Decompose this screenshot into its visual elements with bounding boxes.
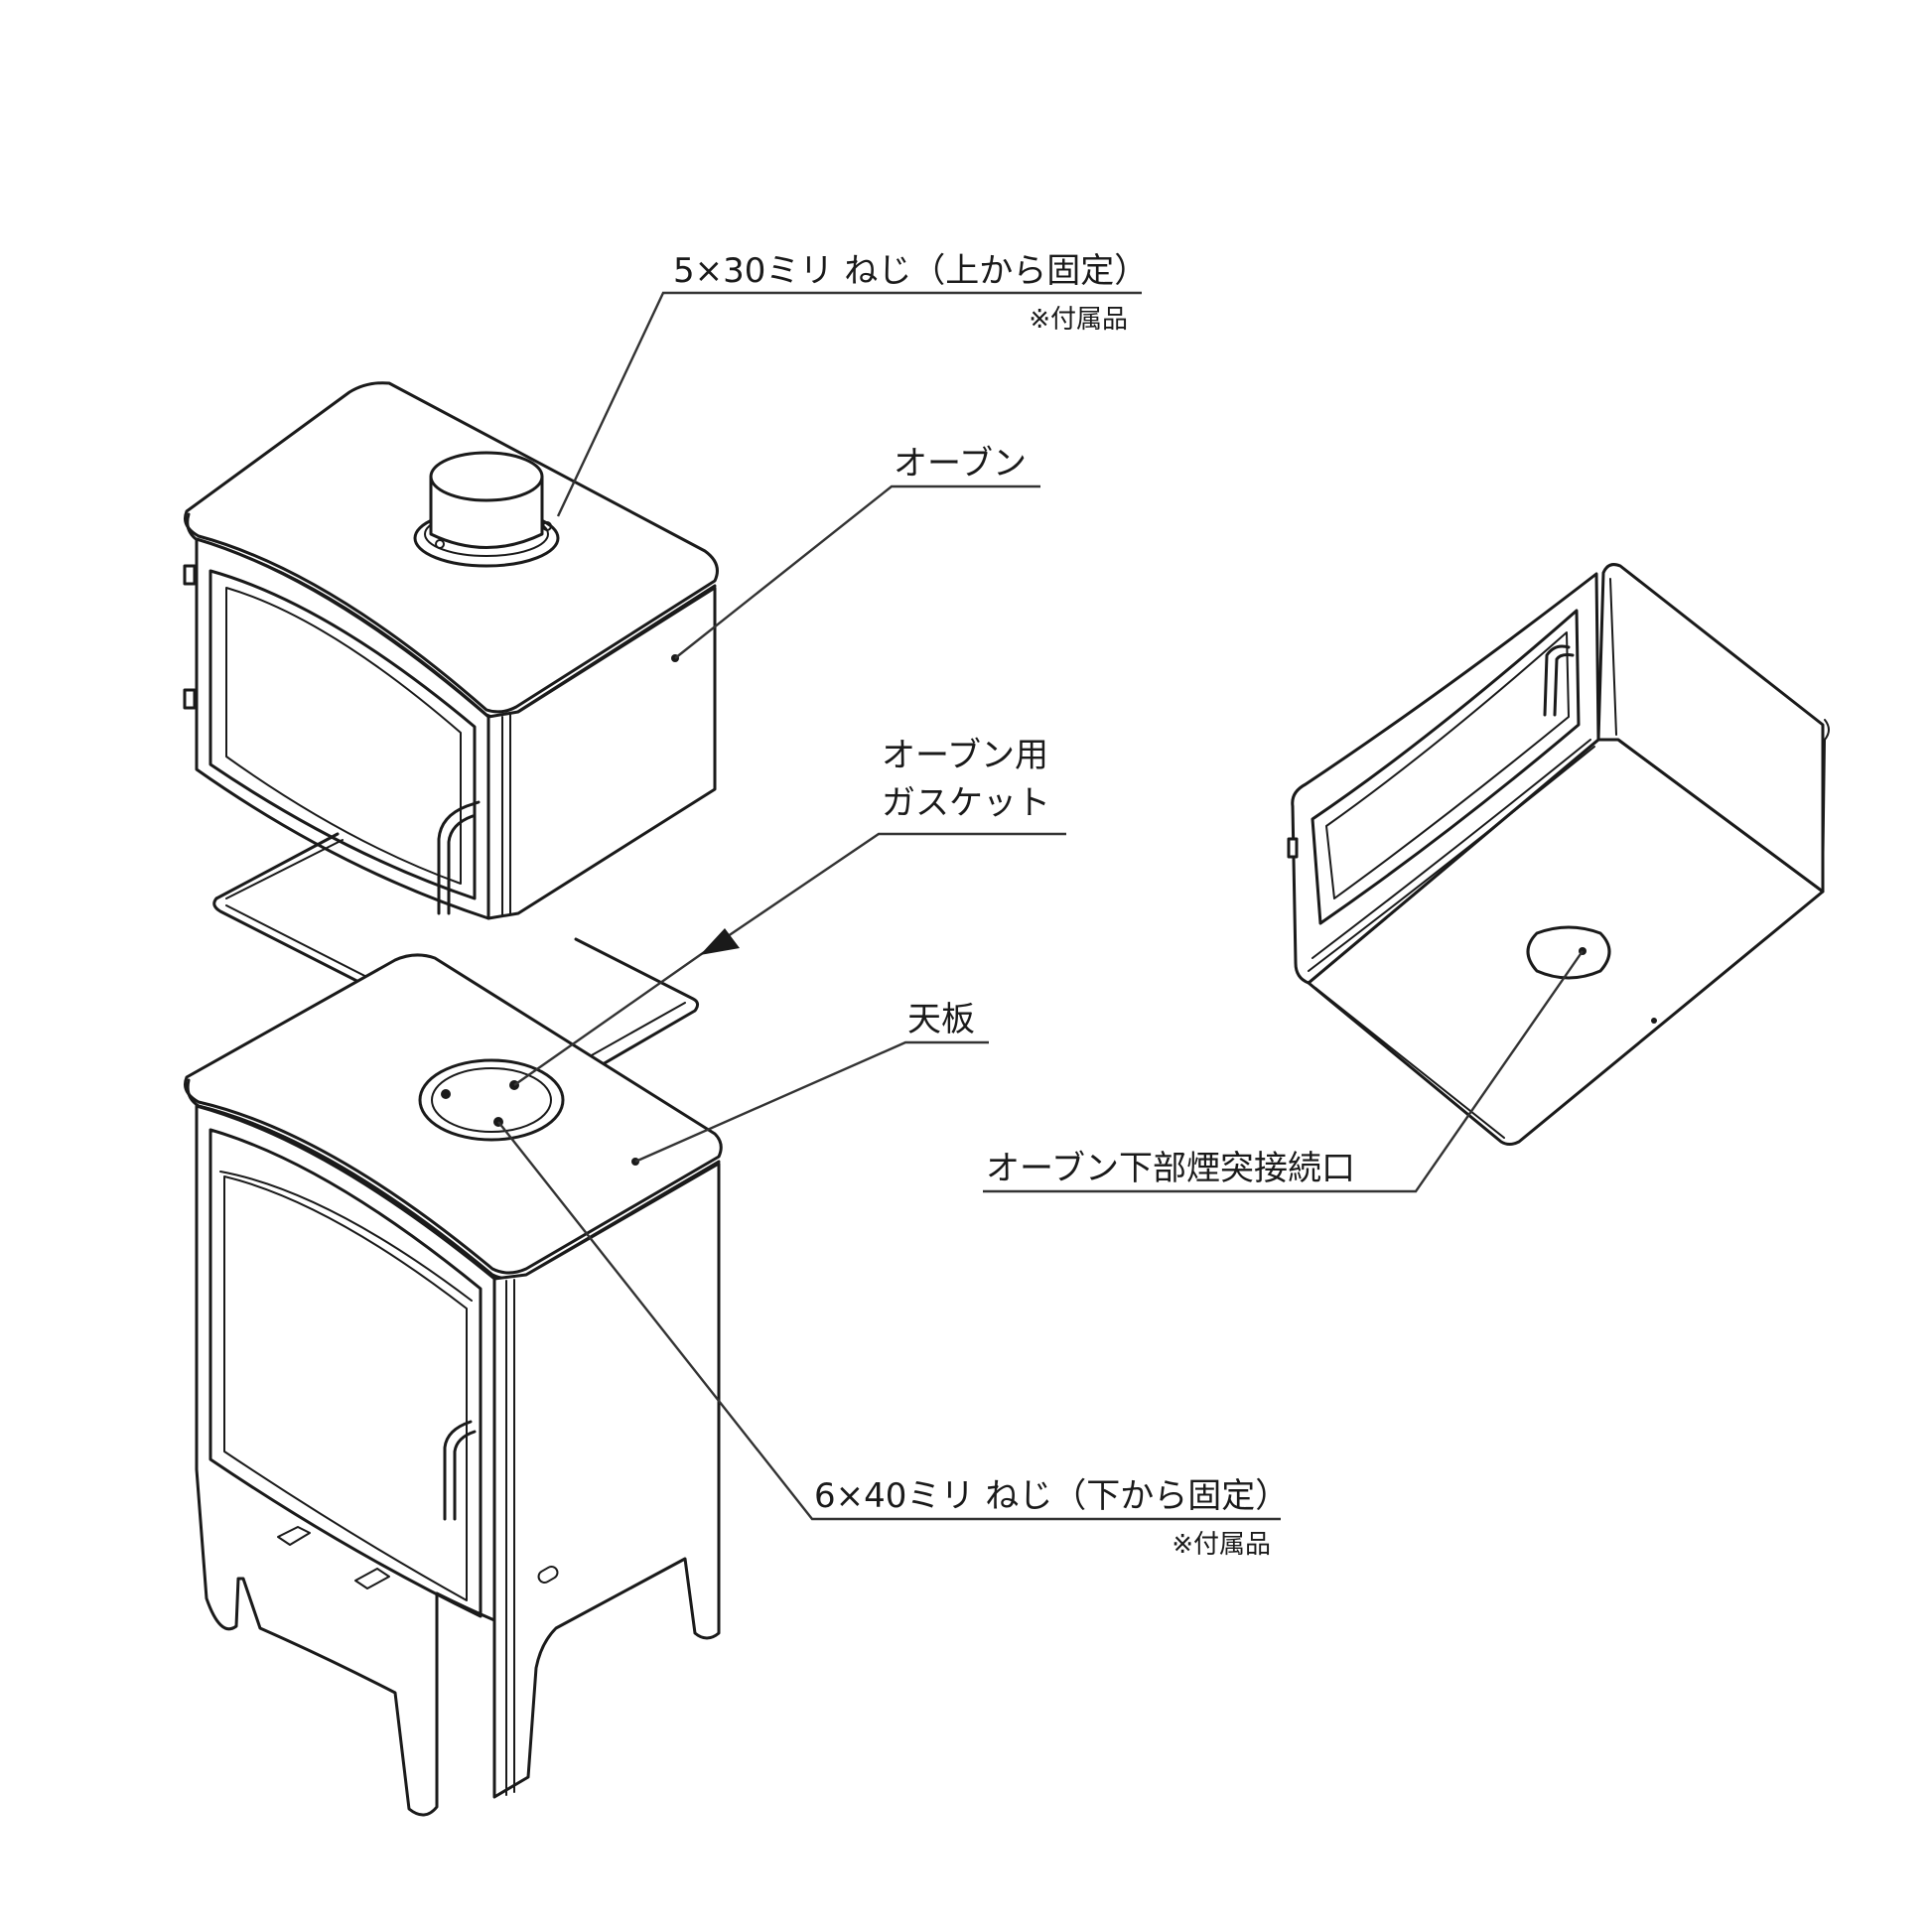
oven-underside-illustration — [1287, 563, 1830, 1146]
label-screw-bottom: 6×40ミリ ねじ（下から固定） — [814, 1476, 1289, 1516]
label-top-plate: 天板 — [907, 1000, 975, 1039]
label-screw-top: 5×30ミリ ねじ（上から固定） — [673, 251, 1148, 291]
label-screw-top-note: ※付属品 — [1029, 305, 1128, 335]
stove-illustration — [184, 953, 723, 1817]
leader-lines — [497, 291, 1584, 1521]
label-gasket-line2: ガスケット — [882, 783, 1050, 823]
label-screw-bottom-note: ※付属品 — [1172, 1530, 1271, 1560]
label-oven: オーブン — [894, 444, 1027, 483]
label-gasket-line1: オーブン用 — [882, 736, 1048, 775]
oven-illustration — [183, 381, 719, 920]
labels: 5×30ミリ ねじ（上から固定） ※付属品 オーブン オーブン用 ガスケット 天… — [673, 251, 1355, 1560]
label-oven-flue: オーブン下部煙突接続口 — [986, 1149, 1355, 1188]
